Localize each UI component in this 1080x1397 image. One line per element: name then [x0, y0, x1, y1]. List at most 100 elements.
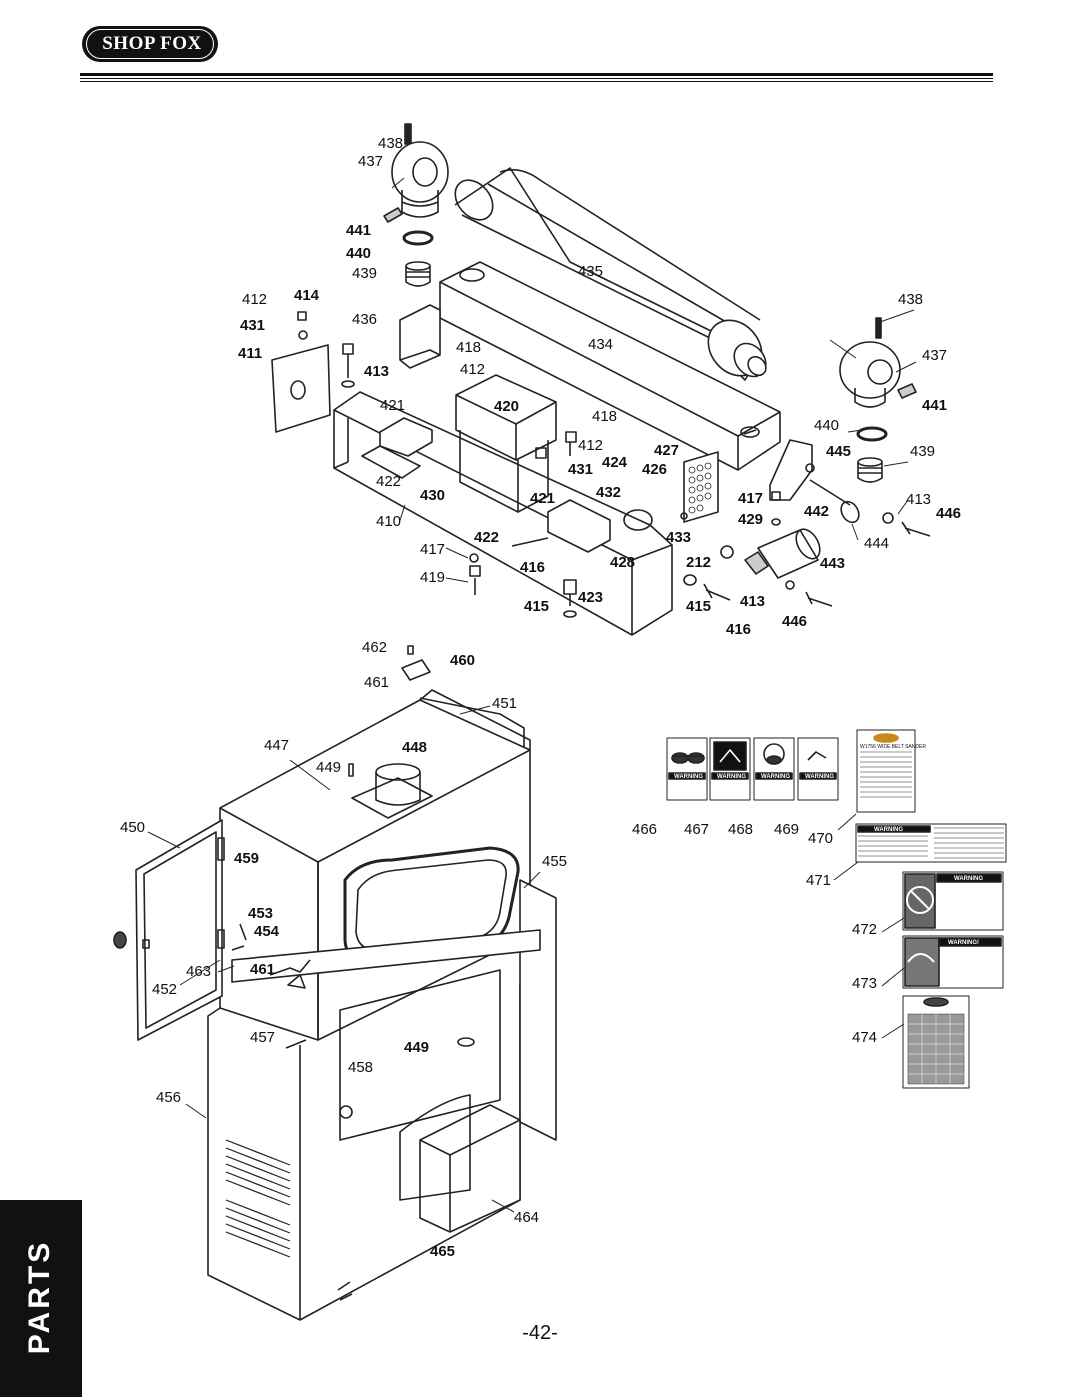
decal-472: [902, 871, 1004, 931]
callout-464: 464: [514, 1209, 539, 1226]
callout-420: 420: [494, 398, 519, 415]
callout-412c: 412: [578, 437, 603, 454]
decal-472-warning: WARNING: [954, 876, 983, 882]
callout-444: 444: [864, 535, 889, 552]
callout-410: 410: [376, 513, 401, 530]
callout-455: 455: [542, 853, 567, 870]
callout-440: 440: [346, 245, 371, 262]
decal-473: [902, 935, 1004, 989]
callout-453: 453: [248, 905, 273, 922]
callout-412b: 412: [460, 361, 485, 378]
callout-429: 429: [738, 511, 763, 528]
decal-468-warning: WARNING: [761, 774, 790, 780]
callout-433: 433: [666, 529, 691, 546]
callout-441b: 441: [922, 397, 947, 414]
callout-457: 457: [250, 1029, 275, 1046]
callout-415b: 415: [686, 598, 711, 615]
callout-416b: 416: [726, 621, 751, 638]
callout-422: 422: [376, 473, 401, 490]
decal-466: [666, 737, 708, 801]
callout-437b: 437: [922, 347, 947, 364]
decal-473-warning: WARNING!: [948, 940, 979, 946]
callout-435: 435: [578, 263, 603, 280]
callout-443: 443: [820, 555, 845, 572]
bushing-right: [857, 457, 883, 483]
callout-448: 448: [402, 739, 427, 756]
decal-468: [753, 737, 795, 801]
filter-427: [683, 451, 719, 523]
decal-466-warning: WARNING: [674, 774, 703, 780]
parts-side-tab: [0, 1200, 82, 1397]
callout-430: 430: [420, 487, 445, 504]
callout-438b: 438: [898, 291, 923, 308]
callout-454: 454: [254, 923, 280, 940]
callout-417: 417: [738, 490, 763, 507]
callout-465: 465: [430, 1243, 455, 1260]
control-box: [333, 391, 673, 636]
header-rule-thin: [80, 78, 993, 79]
callout-438: 438: [378, 135, 403, 152]
roller: [454, 167, 767, 381]
callout-461: 461: [364, 674, 389, 691]
callout-471: 471: [806, 872, 831, 889]
decal-467: [709, 737, 751, 801]
callout-411: 411: [238, 345, 262, 362]
callout-442: 442: [804, 503, 829, 520]
callout-439b: 439: [910, 443, 935, 460]
callout-426: 426: [642, 461, 667, 478]
callout-419: 419: [420, 569, 445, 586]
air-cylinder: [744, 528, 821, 579]
callout-469: 469: [774, 821, 799, 838]
header-rule: [80, 73, 993, 76]
callout-421b: 421: [530, 490, 555, 507]
callout-431: 431: [240, 317, 265, 334]
callout-456: 456: [156, 1089, 181, 1106]
callout-449b: 449: [404, 1039, 429, 1056]
callout-418b: 418: [592, 408, 617, 425]
callout-413b: 413: [906, 491, 931, 508]
decal-471-warning: WARNING: [874, 827, 903, 833]
callout-427: 427: [654, 442, 679, 459]
callout-460: 460: [450, 652, 475, 669]
callout-472: 472: [852, 921, 877, 938]
bushing-top: [405, 261, 431, 287]
callout-416: 416: [520, 559, 545, 576]
callout-413: 413: [364, 363, 389, 380]
callout-459: 459: [234, 850, 259, 867]
callout-432: 432: [596, 484, 621, 501]
page-number: -42-: [522, 1322, 558, 1344]
callout-424: 424: [602, 454, 628, 471]
shop-fox-logo: SHOP FOX: [82, 18, 222, 70]
callout-466: 466: [632, 821, 657, 838]
decal-467-warning: WARNING: [717, 774, 746, 780]
callout-446: 446: [936, 505, 961, 522]
callout-412: 412: [242, 291, 267, 308]
callout-428: 428: [610, 554, 635, 571]
callout-458: 458: [348, 1059, 373, 1076]
callout-450: 450: [120, 819, 145, 836]
callout-452: 452: [152, 981, 177, 998]
callout-422b: 422: [474, 529, 499, 546]
callout-437: 437: [358, 153, 383, 170]
callout-468: 468: [728, 821, 753, 838]
eye-bolt-top: [391, 123, 449, 218]
callout-467: 467: [684, 821, 709, 838]
callout-446b: 446: [782, 613, 807, 630]
callout-463: 463: [186, 963, 211, 980]
logo-pill: [82, 26, 218, 62]
callout-451: 451: [492, 695, 517, 712]
decal-469: [797, 737, 839, 801]
decal-469-warning: WARNING: [805, 774, 834, 780]
callout-439: 439: [352, 265, 377, 282]
header-rule-thin: [80, 81, 993, 82]
callout-417b: 417: [420, 541, 445, 558]
callout-447: 447: [264, 737, 289, 754]
decal-474: [902, 995, 970, 1089]
callout-436: 436: [352, 311, 377, 328]
callout-415: 415: [524, 598, 549, 615]
callout-423: 423: [578, 589, 603, 606]
callout-434: 434: [588, 336, 613, 353]
callout-449: 449: [316, 759, 341, 776]
drive-motor: [455, 374, 557, 513]
callout-441: 441: [346, 222, 371, 239]
